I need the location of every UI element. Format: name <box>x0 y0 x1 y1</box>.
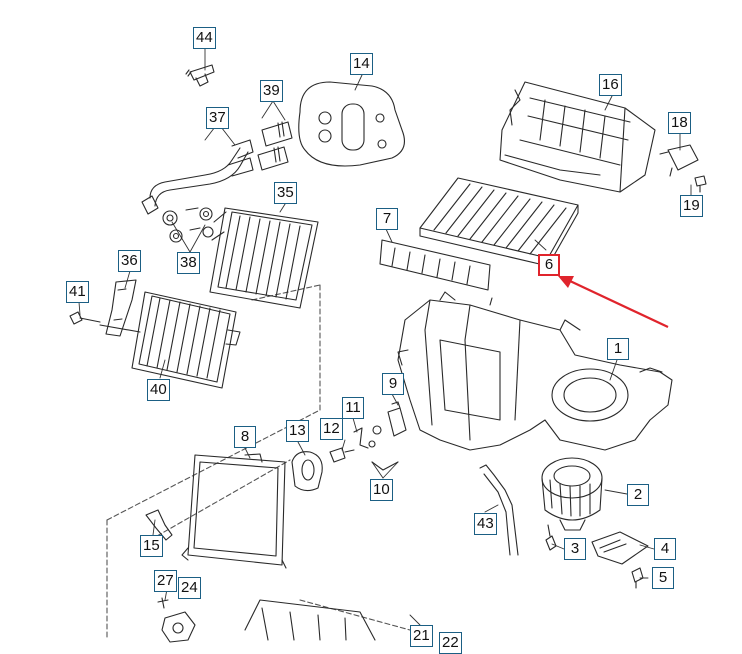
callout-3: 3 <box>564 538 586 560</box>
part-5-screw <box>631 567 644 589</box>
part-11-clip <box>353 427 369 449</box>
callout-15: 15 <box>140 535 163 557</box>
callout-37: 37 <box>206 107 229 129</box>
part-12-screw <box>329 447 355 463</box>
frame-outline <box>106 284 411 641</box>
callout-44: 44 <box>193 27 216 49</box>
part-38-clips <box>162 207 214 243</box>
callout-4: 4 <box>654 538 676 560</box>
callout-9: 9 <box>382 373 404 395</box>
part-13-grommet <box>291 451 323 492</box>
part-8-heat-exchanger <box>181 453 287 569</box>
callout-35: 35 <box>274 182 297 204</box>
part-40-evaporator <box>99 291 241 389</box>
part-7-filter-cover <box>379 239 491 291</box>
part-4-control-module <box>591 531 649 565</box>
callout-11: 11 <box>342 397 364 419</box>
callout-41: 41 <box>66 281 89 303</box>
callout-6: 6 <box>538 254 560 276</box>
part-24-actuator <box>157 597 196 643</box>
callout-21: 21 <box>410 625 433 647</box>
part-14-gasket <box>298 81 405 167</box>
callout-14: 14 <box>350 53 373 75</box>
callout-22: 22 <box>439 632 462 654</box>
callout-16: 16 <box>599 74 622 96</box>
part-44-stud-bolt <box>185 64 215 87</box>
callout-2: 2 <box>627 484 649 506</box>
callout-7: 7 <box>376 208 398 230</box>
callout-18: 18 <box>668 112 691 134</box>
callout-24: 24 <box>178 577 201 599</box>
part-35-heater-core <box>209 207 319 309</box>
callout-36: 36 <box>118 250 141 272</box>
part-43-hose <box>479 464 519 556</box>
part-16-housing-upper <box>499 81 656 193</box>
red-arrow-icon <box>558 276 669 328</box>
part-39-connectors <box>257 121 293 171</box>
callout-8: 8 <box>234 426 256 448</box>
part-9-valve <box>387 401 407 437</box>
callout-39: 39 <box>260 80 283 102</box>
part-10-rings <box>368 425 399 471</box>
callout-43: 43 <box>474 513 497 535</box>
part-6-cabin-filter <box>419 177 579 267</box>
part-18-actuator <box>659 144 699 177</box>
part-21-lower-housing <box>244 599 376 641</box>
callout-12: 12 <box>320 418 343 440</box>
part-1-main-housing <box>397 291 673 451</box>
callout-19: 19 <box>680 195 703 217</box>
callout-13: 13 <box>286 420 309 442</box>
leader-lines <box>78 48 692 626</box>
part-37-coolant-pipes <box>141 139 254 215</box>
part-3-screw <box>545 524 557 551</box>
callout-1: 1 <box>607 338 629 360</box>
part-36-bracket <box>105 279 137 337</box>
callout-5: 5 <box>652 567 674 589</box>
callout-27: 27 <box>154 570 177 592</box>
part-41-screw <box>69 311 101 325</box>
callout-40: 40 <box>147 379 170 401</box>
part-19-screw <box>694 175 707 193</box>
part-2-blower-motor <box>541 457 603 531</box>
callout-10: 10 <box>370 479 393 501</box>
callout-38: 38 <box>177 252 200 274</box>
part-15-bracket <box>145 509 173 541</box>
